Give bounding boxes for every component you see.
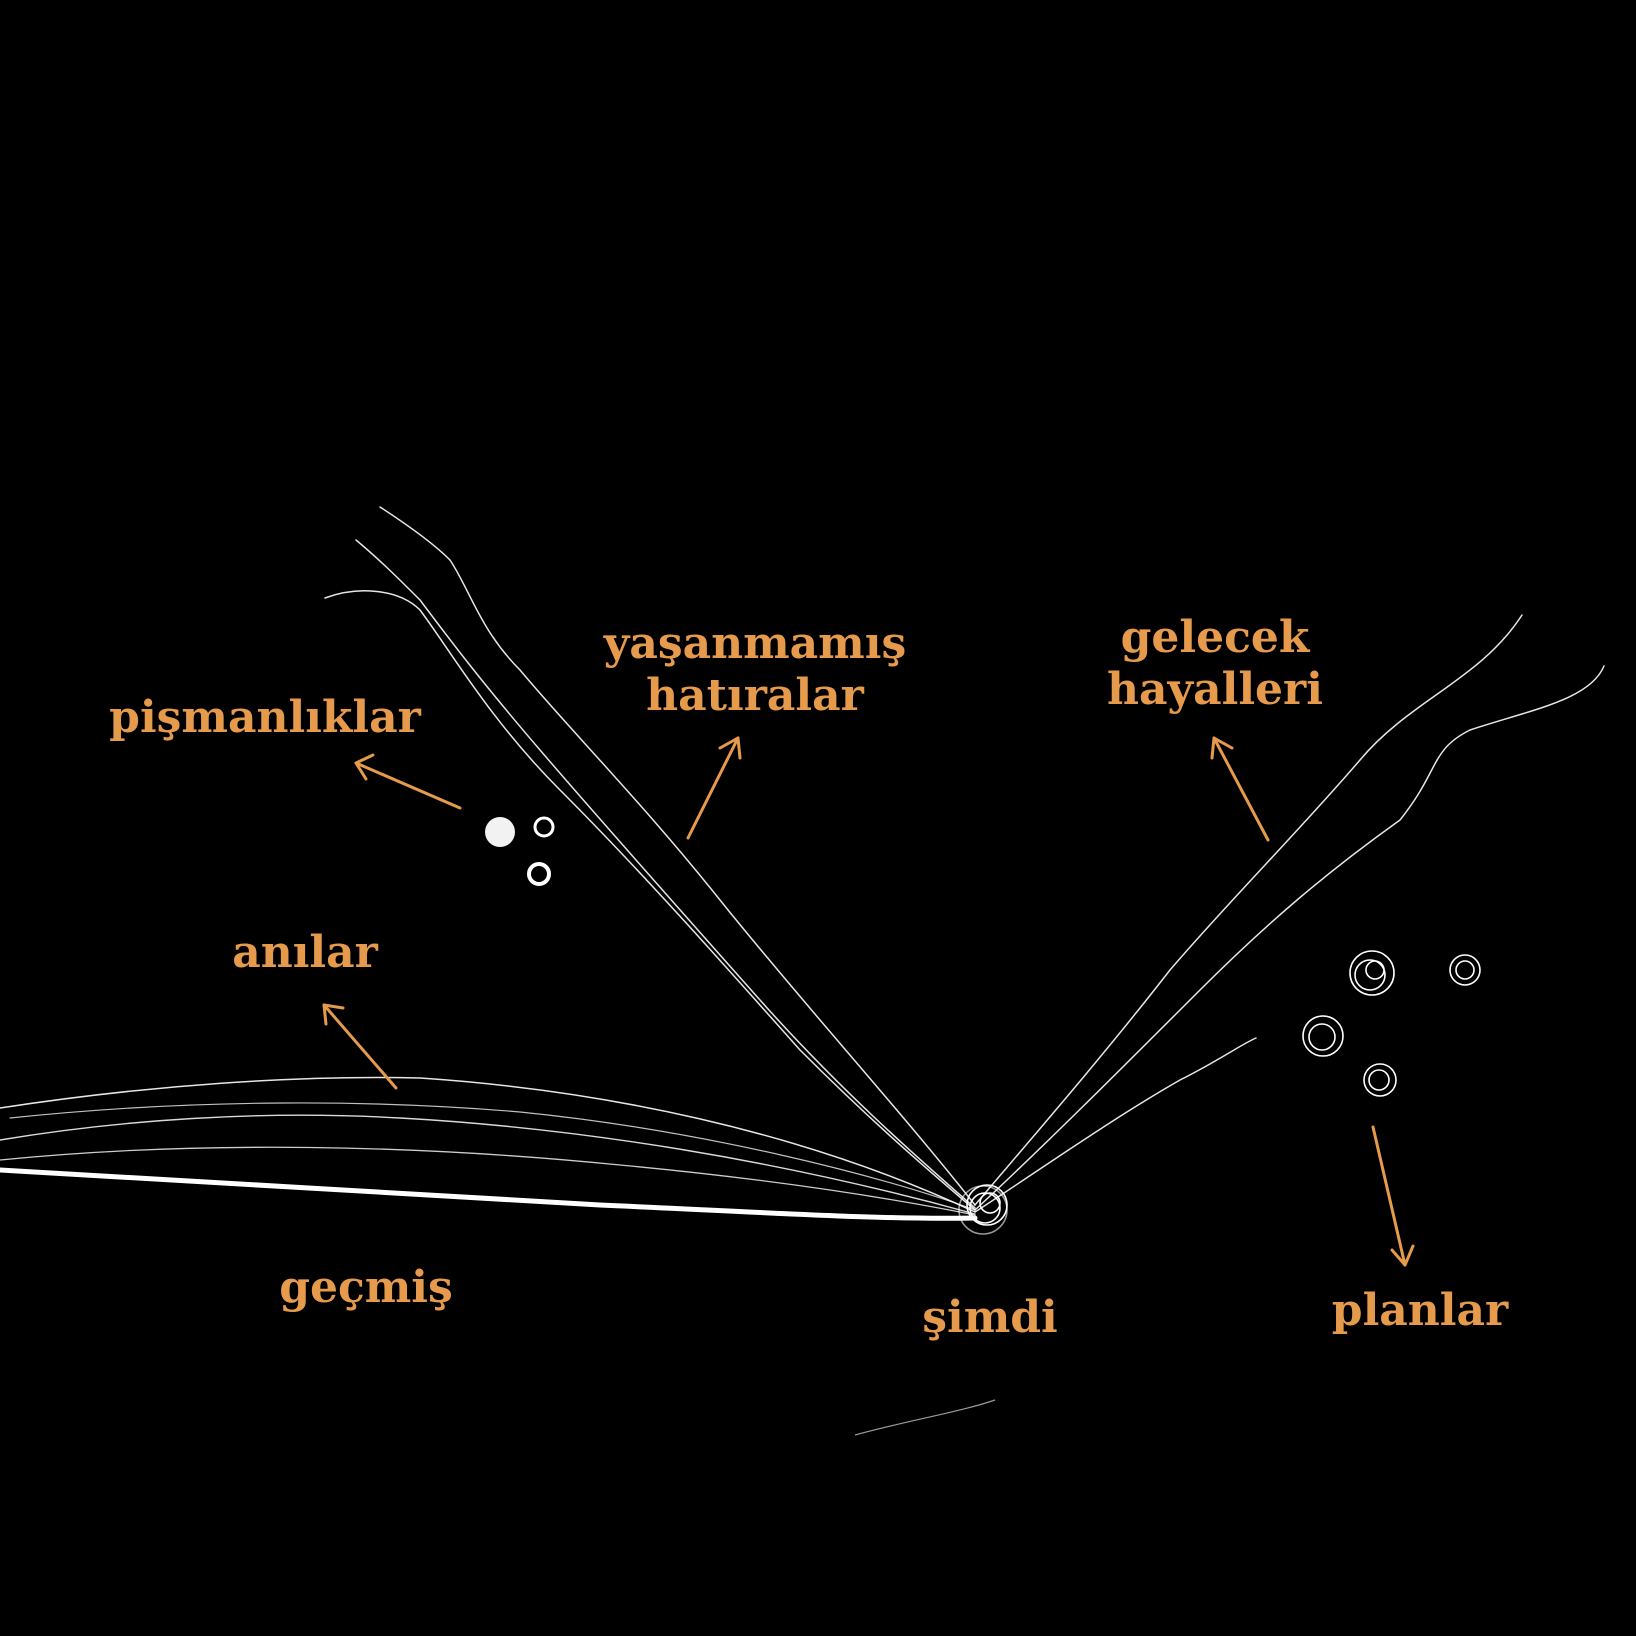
label-planlar-text: planlar — [1331, 1285, 1509, 1336]
arrow-yasanmamis — [686, 736, 742, 840]
unlived-lines — [324, 506, 976, 1211]
label-pismanliklar-text: pişmanlıklar — [109, 692, 421, 743]
future-thread-3 — [974, 1037, 1257, 1213]
label-simdi: şimdi — [880, 1292, 1100, 1344]
unlived-thread-3 — [324, 590, 976, 1211]
arrow-gelecek — [1210, 736, 1270, 842]
unlived-thread-2 — [355, 539, 976, 1209]
arrow-planlar — [1371, 1125, 1415, 1267]
regrets-dots — [485, 816, 555, 886]
label-anilar: anılar — [180, 927, 430, 979]
past-thread-1 — [0, 1076, 976, 1213]
label-yasanmamis-line1: yaşanmamış — [603, 618, 907, 669]
past-thread-4 — [9, 1102, 976, 1211]
stray-line — [854, 1399, 996, 1436]
label-yasanmamis-line2: hatıralar — [646, 670, 864, 721]
label-gelecek-line1: gelecek — [1120, 612, 1310, 663]
future-lines — [974, 614, 1605, 1213]
now-scribble — [958, 1184, 1008, 1235]
label-gelecek-hayalleri: gelecek hayalleri — [1050, 612, 1380, 716]
arrow-pismanliklar — [354, 753, 462, 810]
past-lines — [0, 1076, 978, 1221]
past-main-line — [0, 1167, 978, 1221]
arrow-anilar — [322, 1003, 398, 1090]
past-thread-2 — [0, 1114, 976, 1215]
label-simdi-text: şimdi — [922, 1292, 1058, 1343]
label-planlar: planlar — [1290, 1285, 1550, 1337]
plans-scribbles — [1302, 950, 1481, 1097]
future-thread-1 — [974, 614, 1523, 1206]
label-gecmis-text: geçmiş — [279, 1262, 453, 1313]
label-yasanmamis-hatiralar: yaşanmamış hatıralar — [590, 618, 920, 722]
unlived-thread-1 — [379, 506, 976, 1206]
label-pismanliklar: pişmanlıklar — [100, 692, 430, 744]
arrows — [322, 736, 1415, 1267]
label-gecmis: geçmiş — [236, 1262, 496, 1314]
label-gelecek-line2: hayalleri — [1107, 664, 1323, 715]
label-anilar-text: anılar — [232, 927, 378, 978]
past-thread-3 — [0, 1146, 976, 1216]
future-thread-2 — [974, 665, 1605, 1211]
